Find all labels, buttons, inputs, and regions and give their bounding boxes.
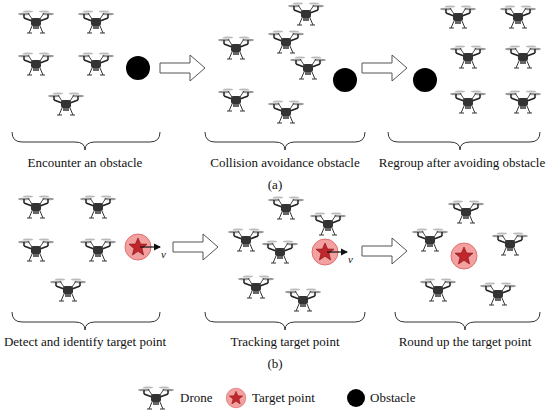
brace	[12, 312, 160, 330]
drone-icon	[480, 283, 516, 306]
drone-icon	[412, 229, 448, 252]
drone-icon	[78, 11, 114, 34]
drone-icon	[285, 289, 321, 312]
drone-icon	[48, 93, 84, 116]
drone-icon	[18, 196, 54, 219]
drone-icon	[448, 201, 484, 224]
drone-icon	[50, 279, 86, 302]
velocity-arrow	[327, 251, 347, 252]
obstacle	[126, 56, 150, 80]
drone-icon	[505, 46, 541, 69]
drone-icon	[80, 196, 116, 219]
drone-icon	[218, 37, 254, 60]
drone-icon	[500, 6, 536, 29]
drone-icon	[268, 197, 304, 220]
velocity-label: v	[348, 252, 353, 267]
velocity-label: v	[161, 247, 166, 262]
subfigure-label: (a)	[268, 177, 282, 192]
legend-obstacle-sample	[347, 389, 365, 407]
legend-text: Drone	[180, 390, 213, 405]
subfigure-label: (b)	[267, 356, 282, 371]
legend-drone-sample	[138, 387, 174, 410]
obstacle	[413, 68, 437, 92]
obstacle	[333, 68, 357, 92]
drone-icon	[450, 91, 486, 114]
step-arrow	[362, 238, 407, 264]
drone-icon	[310, 213, 346, 236]
drone-icon	[290, 57, 326, 80]
drone-icon	[268, 101, 304, 124]
step-arrow	[173, 234, 218, 260]
legend-text: Obstacle	[370, 390, 415, 405]
drone-icon	[450, 46, 486, 69]
step-arrow	[362, 55, 407, 81]
drone-icon	[492, 233, 528, 256]
panel-caption: Round up the target point	[399, 334, 532, 349]
drone-icon	[18, 53, 54, 76]
panel-caption: Encounter an obstacle	[28, 155, 143, 170]
drone-icon	[18, 239, 54, 262]
panel-caption: Regroup after avoiding obstacle	[379, 155, 545, 170]
drone-icon	[78, 53, 114, 76]
brace	[388, 132, 540, 150]
velocity-arrow	[140, 246, 160, 247]
legend-text: Target point	[252, 390, 315, 405]
drone-icon	[80, 239, 116, 262]
step-arrow	[160, 55, 205, 81]
panel-caption: Collision avoidance obstacle	[210, 155, 359, 170]
drone-icon	[268, 31, 304, 54]
brace	[12, 132, 160, 150]
brace	[205, 132, 365, 150]
panel-caption: Tracking target point	[230, 334, 339, 349]
drone-icon	[420, 279, 456, 302]
drone-icon	[238, 276, 274, 299]
drone-icon	[218, 89, 254, 112]
drone-icon	[228, 229, 264, 252]
legend-target-sample	[226, 388, 246, 408]
drone-icon	[288, 3, 324, 26]
panel-caption: Detect and identify target point	[4, 334, 166, 349]
drone-group	[18, 11, 114, 116]
drone-icon	[18, 11, 54, 34]
brace	[205, 312, 365, 330]
drone-icon	[440, 6, 476, 29]
drone-icon	[262, 241, 298, 264]
brace	[395, 312, 540, 330]
target-point	[451, 243, 477, 269]
drone-icon	[505, 91, 541, 114]
